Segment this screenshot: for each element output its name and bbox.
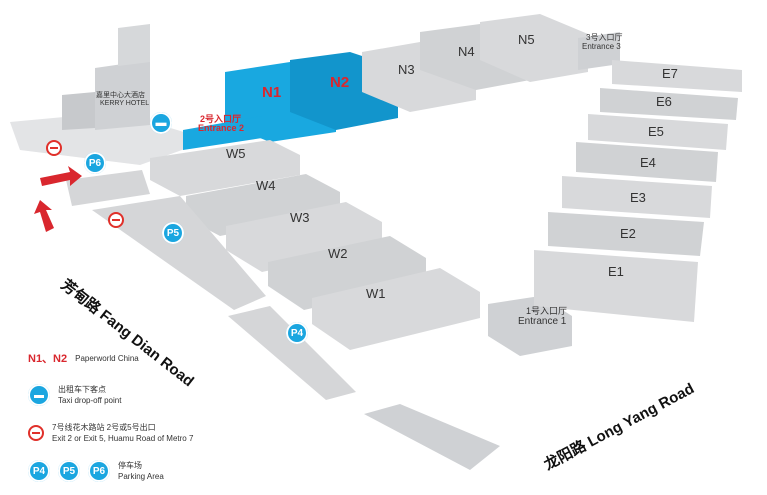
hall-n3-label: N3 [398,62,415,77]
entrance-3-block [578,32,620,70]
hall-e6-block [600,88,738,120]
hall-e1-block [534,250,698,322]
entrance-2-en: Entrance 2 [198,123,245,133]
hall-w5-label: W5 [226,146,246,161]
legend-taxi-zh: 出租车下客点 [58,385,106,394]
taxi-icon: ▬ [150,112,172,134]
legend-metro: 7号线花木路站 2号或5号出口 Exit 2 or Exit 5, Huamu … [28,422,193,444]
hall-w1-block [312,268,480,350]
hall-w3-label: W3 [290,210,310,225]
arrow-right-icon [40,166,82,186]
entrance-2-block [183,116,262,150]
plaza-shape-south [364,404,500,470]
legend-metro-en: Exit 2 or Exit 5, Huamu Road of Metro 7 [52,434,194,443]
hall-n2-label: N2 [330,74,350,91]
metro-icon [108,212,124,228]
hall-e7-label: E7 [662,66,678,81]
arrow-up-icon [34,200,54,232]
parking-lot-p5 [92,196,266,310]
hall-w2-block [268,236,426,310]
hall-e4-block [576,142,718,182]
hall-n5-block [480,14,588,82]
hall-e3-label: E3 [630,190,646,205]
parking-p5-pin: P5 [162,222,184,244]
metro-icon [46,140,62,156]
hall-n1-label: N1 [262,84,282,101]
hall-w4-block [186,174,340,236]
hall-w2-label: W2 [328,246,348,261]
legend-metro-zh: 7号线花木路站 2号或5号出口 [52,423,156,432]
entrance-1-zh: 1号入口厅 [526,306,568,316]
hall-n4-label: N4 [458,44,475,59]
parking-p4-icon: P4 [28,460,50,482]
hotel-label-en: KERRY HOTEL [100,100,150,107]
hall-e5-label: E5 [648,124,664,139]
hall-e1-label: E1 [608,264,624,279]
hall-w3-block [226,202,382,272]
kerry-hotel-building [95,60,150,130]
entrance-2-zh: 2号入口厅 [200,114,242,124]
entrance-3-zh: 3号入口厅 [586,33,623,42]
hall-e5-block [588,114,728,150]
hall-e4-label: E4 [640,155,656,170]
legend-n-text: Paperworld China [75,353,139,363]
hall-w4-label: W4 [256,178,276,193]
hall-n5-label: N5 [518,32,535,47]
metro-icon [28,425,44,441]
hall-e2-block [548,212,704,256]
parking-lot-p6 [66,170,150,206]
entrance-1-en: Entrance 1 [518,316,567,327]
parking-p5-icon: P5 [58,460,80,482]
parking-p4-pin: P4 [286,322,308,344]
hall-e3-block [562,176,712,218]
hall-e7-block [612,60,742,92]
legend-n-label: N1、N2 [28,353,68,365]
entrance-3-en: Entrance 3 [582,42,621,51]
legend-taxi-en: Taxi drop-off point [58,396,122,405]
legend-parking-en: Parking Area [118,472,164,481]
legend-taxi: ▬ 出租车下客点 Taxi drop-off point [28,384,121,406]
entrance-1-block [488,296,572,356]
parking-lot-p4 [228,306,356,400]
hall-e6-label: E6 [656,94,672,109]
hall-w1-label: W1 [366,286,386,301]
taxi-icon: ▬ [28,384,50,406]
hotel-label-zh: 嘉里中心大酒店 [96,92,145,99]
parking-p6-pin: P6 [84,152,106,174]
legend-halls: N1、N2 Paperworld China [28,350,139,366]
legend-parking: P4 P5 P6 停车场 Parking Area [28,460,164,482]
parking-p6-icon: P6 [88,460,110,482]
legend-parking-zh: 停车场 [118,461,142,470]
hall-e2-label: E2 [620,226,636,241]
hall-w5-block [150,140,300,196]
